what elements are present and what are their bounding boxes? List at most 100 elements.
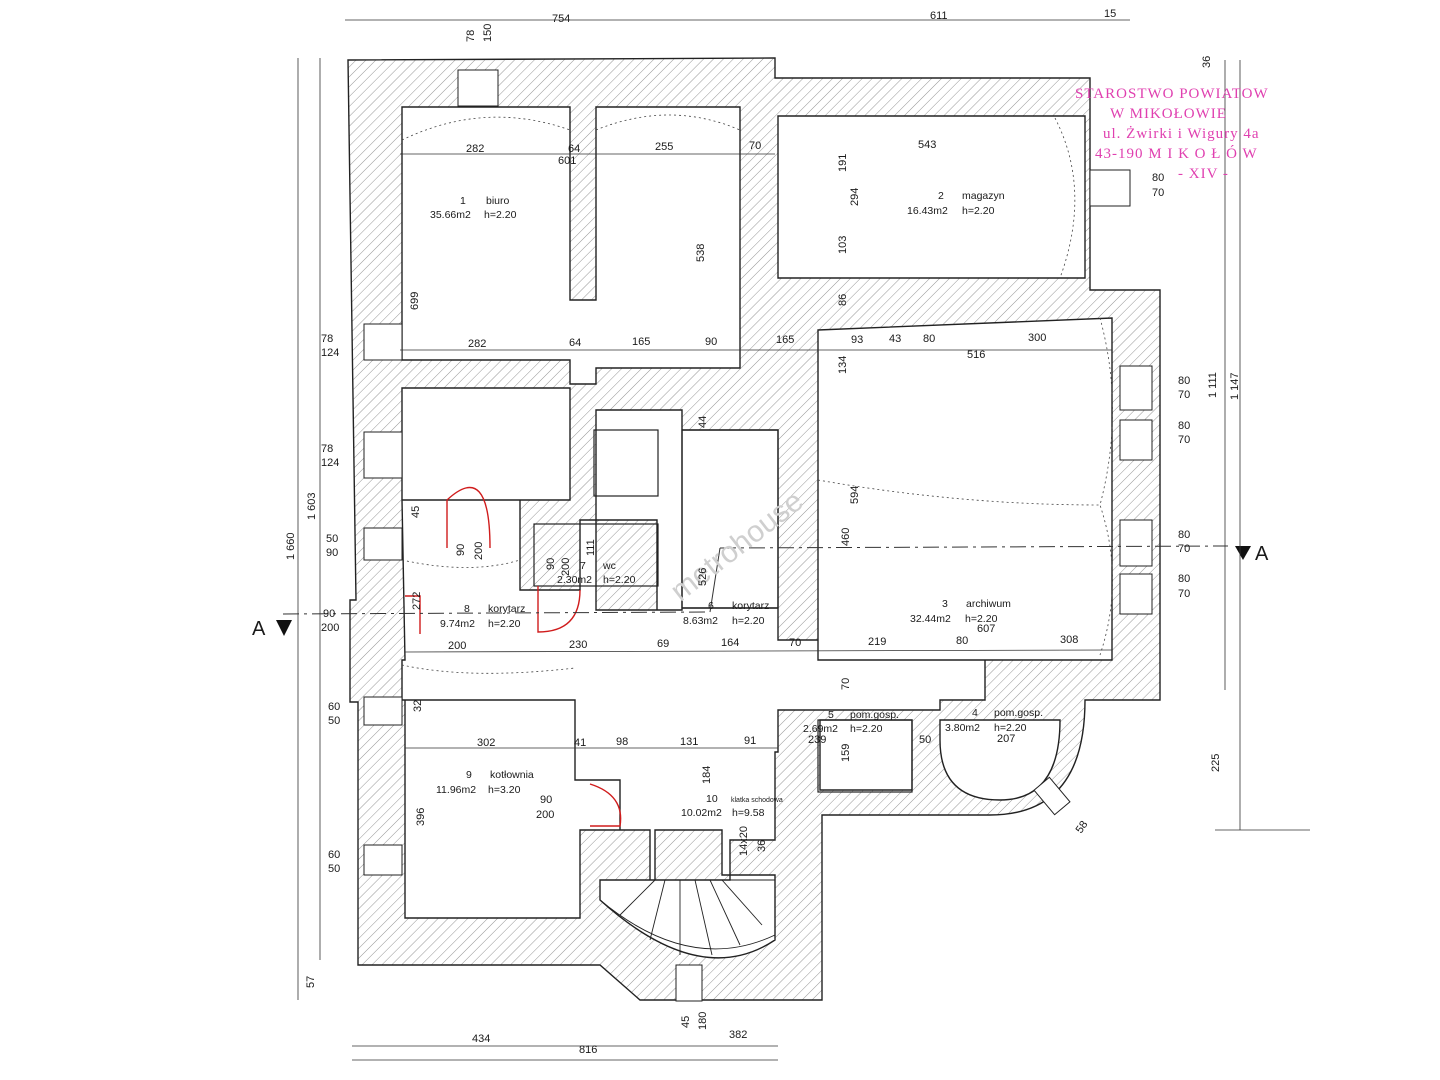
svg-text:308: 308 (1060, 634, 1078, 646)
svg-text:699: 699 (409, 292, 421, 310)
svg-text:124: 124 (321, 347, 339, 359)
svg-text:111: 111 (585, 539, 597, 556)
section-arrow-left (276, 620, 292, 636)
svg-text:164: 164 (721, 637, 739, 649)
stamp-line-3: ul. Żwirki i Wigury 4a (1103, 126, 1260, 142)
svg-text:184: 184 (701, 766, 713, 784)
svg-text:32: 32 (412, 700, 424, 712)
svg-text:biuro: biuro (486, 195, 510, 207)
svg-text:90: 90 (545, 558, 557, 570)
svg-text:78: 78 (321, 443, 333, 455)
stamp-line-2: W MIKOŁOWIE (1110, 106, 1227, 122)
svg-text:h=3.20: h=3.20 (488, 784, 521, 796)
svg-text:57: 57 (305, 976, 317, 988)
room-5-label: 5 pom.gosp. 2.69m2 h=2.20 (803, 709, 899, 735)
svg-text:h=2.20: h=2.20 (603, 574, 636, 586)
svg-text:5: 5 (828, 709, 834, 721)
svg-text:90: 90 (323, 608, 335, 620)
svg-text:300: 300 (1028, 332, 1046, 344)
svg-text:36: 36 (1201, 56, 1213, 68)
svg-text:1 603: 1 603 (306, 492, 318, 520)
svg-text:70: 70 (1178, 543, 1190, 555)
section-arrow-right (1235, 546, 1251, 560)
svg-text:35.66m2: 35.66m2 (430, 209, 471, 221)
svg-text:302: 302 (477, 737, 495, 749)
svg-text:225: 225 (1210, 754, 1222, 772)
svg-text:h=2.20: h=2.20 (965, 613, 998, 625)
svg-text:460: 460 (840, 528, 852, 546)
room-10-label: 10 klatka schodowa 10.02m2 h=9.58 (681, 793, 783, 819)
room-8-label: 8 korytarz 9.74m2 h=2.20 (440, 603, 525, 630)
svg-text:131: 131 (680, 736, 698, 748)
svg-text:3.80m2: 3.80m2 (945, 722, 980, 734)
room-4-label: 4 pom.gosp. 3.80m2 h=2.20 (945, 707, 1043, 734)
svg-text:272: 272 (411, 592, 423, 610)
svg-text:50: 50 (919, 734, 931, 746)
svg-text:archiwum: archiwum (966, 598, 1011, 610)
svg-text:159: 159 (840, 744, 852, 762)
svg-text:90: 90 (455, 544, 467, 556)
svg-text:60: 60 (328, 849, 340, 861)
svg-text:80: 80 (956, 635, 968, 647)
svg-text:754: 754 (552, 13, 570, 25)
svg-text:50: 50 (328, 863, 340, 875)
room-outlines (533, 429, 913, 793)
room-6-label: 6 korytarz 8.63m2 h=2.20 (683, 600, 769, 627)
section-label-right: A (1255, 543, 1269, 565)
svg-text:8.63m2: 8.63m2 (683, 615, 718, 627)
dimension-lines (297, 19, 1310, 1061)
svg-text:611: 611 (930, 10, 948, 22)
svg-text:538: 538 (695, 244, 707, 262)
room-2-label: 2 magazyn 16.43m2 h=2.20 (907, 190, 1005, 217)
svg-text:70: 70 (840, 678, 852, 690)
svg-text:14x20: 14x20 (738, 826, 750, 856)
svg-text:10.02m2: 10.02m2 (681, 807, 722, 819)
svg-text:10: 10 (706, 793, 718, 805)
stamp-line-4: 43-190 M I K O Ł Ó W (1095, 145, 1258, 162)
svg-text:2: 2 (938, 190, 944, 202)
room-7-label: 7 wc 2.30m2 h=2.20 (557, 560, 636, 586)
svg-text:607: 607 (977, 623, 995, 635)
svg-text:45: 45 (410, 506, 422, 518)
svg-text:80: 80 (1178, 573, 1190, 585)
svg-text:klatka schodowa: klatka schodowa (731, 797, 783, 804)
svg-text:wc: wc (602, 560, 616, 572)
dimension-labels: 754 611 15 434 382 816 1 660 1 603 57 1 … (285, 8, 1241, 1056)
svg-text:9: 9 (466, 769, 472, 781)
svg-text:kotłownia: kotłownia (490, 769, 534, 781)
section-label-left: A (252, 618, 266, 640)
svg-text:36: 36 (756, 840, 768, 852)
svg-text:45: 45 (680, 1016, 692, 1028)
svg-text:382: 382 (729, 1029, 747, 1041)
svg-text:h=2.20: h=2.20 (962, 205, 995, 217)
svg-text:219: 219 (868, 636, 886, 648)
svg-text:58: 58 (1074, 819, 1091, 836)
svg-text:165: 165 (632, 336, 650, 348)
svg-text:282: 282 (468, 338, 486, 350)
svg-text:86: 86 (837, 294, 849, 306)
svg-text:180: 180 (697, 1012, 709, 1030)
svg-text:294: 294 (849, 188, 861, 206)
svg-text:pom.gosp.: pom.gosp. (994, 707, 1043, 719)
svg-text:255: 255 (655, 141, 673, 153)
svg-text:60: 60 (328, 701, 340, 713)
svg-text:11.96m2: 11.96m2 (436, 784, 476, 796)
svg-text:93: 93 (851, 334, 863, 346)
svg-text:64: 64 (568, 143, 580, 155)
svg-text:7: 7 (580, 560, 586, 572)
vault-lines (401, 114, 1113, 674)
svg-text:70: 70 (1178, 389, 1190, 401)
svg-text:516: 516 (967, 349, 985, 361)
svg-text:165: 165 (776, 334, 794, 346)
svg-text:3: 3 (942, 598, 948, 610)
windows-left (363, 69, 1153, 1002)
svg-text:50: 50 (328, 715, 340, 727)
svg-text:h=9.58: h=9.58 (732, 807, 765, 819)
svg-text:8: 8 (464, 603, 470, 615)
svg-text:70: 70 (1178, 434, 1190, 446)
svg-text:korytarz: korytarz (488, 603, 525, 615)
svg-text:200: 200 (321, 622, 339, 634)
svg-text:70: 70 (1152, 187, 1164, 199)
svg-text:h=2.20: h=2.20 (484, 209, 517, 221)
